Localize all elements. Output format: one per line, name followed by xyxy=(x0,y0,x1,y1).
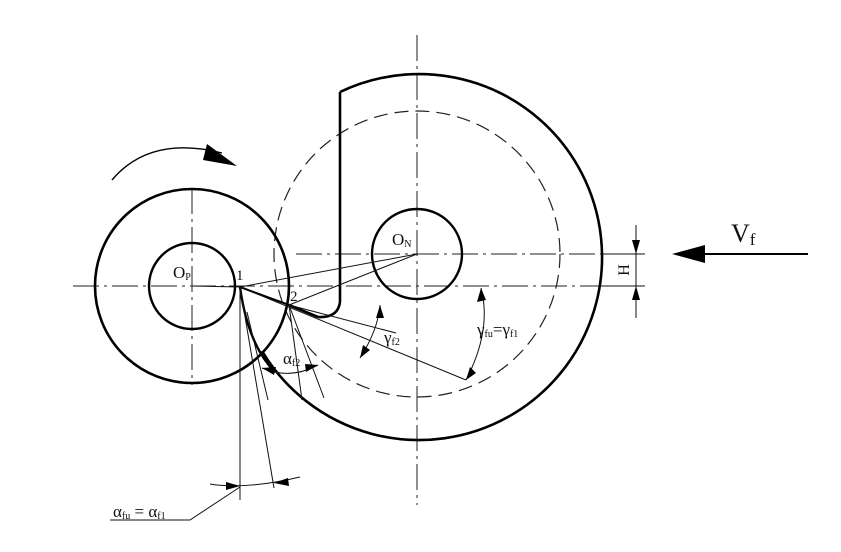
alpha-f2-label: αf2 xyxy=(283,349,300,369)
workpiece-inner-circle xyxy=(147,241,237,331)
workpiece-outer-circle xyxy=(93,187,291,385)
h-arrow-bottom xyxy=(632,286,640,300)
alpha-fu-arrow-right xyxy=(274,478,289,486)
alpha-fu-arrow-left xyxy=(226,482,240,490)
vf-label: Vf xyxy=(731,219,756,249)
line-op-to-point1 xyxy=(191,285,241,288)
rake-line-point1 xyxy=(239,286,467,381)
gamma-f2-arrow-bottom xyxy=(360,345,370,358)
clearance-line-point2a xyxy=(288,304,325,399)
cutter-dashed-circle xyxy=(273,110,561,398)
h-label: H xyxy=(616,264,633,276)
alpha-fu-label: αfu = αf1 xyxy=(113,502,166,522)
gamma-fu-label: γfu=γf1 xyxy=(476,320,518,340)
vf-arrowhead xyxy=(672,245,705,263)
clearance-line-point1 xyxy=(239,286,275,489)
cutter-notch-corner xyxy=(317,301,342,319)
clearance-line-point2b xyxy=(288,304,303,401)
point-2-label: 2 xyxy=(290,289,298,305)
point-1-label: 1 xyxy=(236,268,244,284)
clearance-line-point2c xyxy=(246,311,269,401)
gamma-f2-arrow-top xyxy=(376,305,384,318)
cutter-rake-face xyxy=(288,303,319,319)
gamma-fu-arrow-top xyxy=(477,288,486,302)
alpha-f2-arrow-left xyxy=(262,367,276,375)
on-label: ON xyxy=(392,230,412,250)
cutter-body-outline xyxy=(260,72,604,442)
cutter-hub-circle xyxy=(370,207,464,301)
gamma-f2-label: γf2 xyxy=(383,328,400,348)
gamma-fu-arrow-bottom xyxy=(466,367,476,380)
rotation-arrowhead xyxy=(203,144,237,166)
alpha-fu-leader xyxy=(110,486,241,521)
op-label: OP xyxy=(173,263,191,283)
line-on-to-point1 xyxy=(239,253,418,288)
line-on-to-point2 xyxy=(288,253,418,306)
rake-line-point2 xyxy=(288,304,397,334)
h-arrow-top xyxy=(632,240,640,254)
alpha-f2-arrow-right xyxy=(305,364,318,372)
alpha-fu-arc xyxy=(209,476,301,487)
